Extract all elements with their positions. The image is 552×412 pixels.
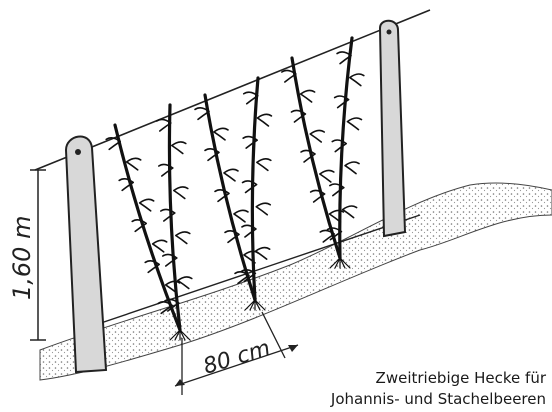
- leaf: [282, 70, 296, 82]
- cane: [340, 38, 352, 258]
- leaf: [140, 199, 154, 211]
- leaf: [347, 118, 361, 130]
- right-post: [380, 21, 405, 236]
- leaf: [127, 158, 141, 170]
- leaf: [343, 206, 357, 218]
- leaf: [172, 142, 186, 154]
- leaf: [234, 210, 248, 222]
- leaf: [244, 251, 258, 263]
- leaf: [320, 230, 334, 242]
- leaf: [350, 74, 364, 86]
- caption-line-2: Johannis- und Stachelbeeren: [331, 389, 546, 410]
- leaf: [310, 130, 324, 142]
- leaf: [243, 181, 257, 193]
- leaf: [214, 128, 228, 140]
- spacing-label: 80 cm: [200, 336, 273, 380]
- leaf: [176, 232, 190, 244]
- left-post: [66, 136, 106, 372]
- top-wire: [35, 10, 430, 170]
- leaf: [320, 170, 334, 182]
- leaf: [195, 108, 209, 120]
- leaf: [301, 90, 315, 102]
- leaf: [153, 240, 167, 252]
- leaf: [256, 248, 270, 260]
- leaf: [256, 203, 270, 215]
- leaf: [161, 209, 175, 221]
- leaf: [178, 277, 192, 289]
- leaf: [174, 187, 188, 199]
- caption-line-1: Zweitriebige Hecke für: [331, 368, 546, 389]
- leaf: [257, 159, 271, 171]
- leaf: [166, 281, 180, 293]
- soil-bed: [40, 183, 552, 380]
- leaf: [332, 140, 346, 152]
- cane: [252, 78, 258, 300]
- leaf: [257, 114, 271, 126]
- leaf: [345, 162, 359, 174]
- caption: Zweitriebige Hecke für Johannis- und Sta…: [331, 368, 546, 410]
- height-label: 1,60 m: [8, 216, 36, 300]
- leaf: [335, 96, 349, 108]
- leaf: [224, 169, 238, 181]
